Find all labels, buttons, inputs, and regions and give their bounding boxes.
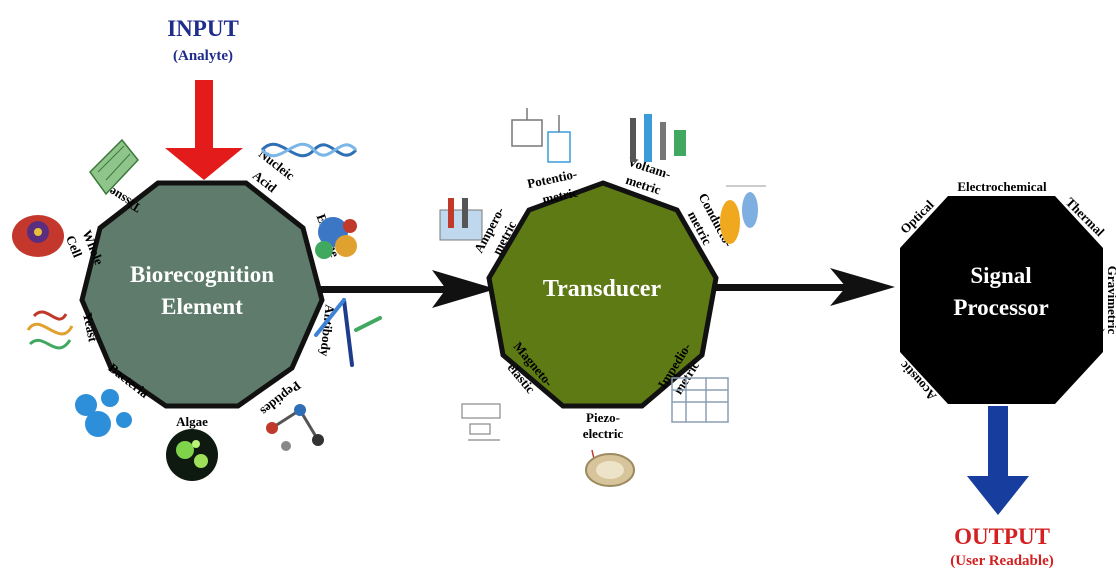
input-title: INPUT: [167, 16, 239, 41]
transducer-nonagon: [486, 180, 719, 409]
enzyme-icon: [315, 217, 357, 259]
label-piezoelectric-line2: electric: [583, 426, 624, 441]
biorecognition-decagon: [79, 180, 325, 409]
dna-icon: [260, 142, 358, 158]
input-arrow: [165, 80, 243, 180]
input-subtitle: (Analyte): [173, 48, 233, 64]
flow-arrow-to-transducer: [318, 270, 496, 308]
label-yeast: Yeast: [80, 311, 101, 344]
magnetoelastic-icon: [461, 403, 501, 441]
transducer-title: Transducer: [543, 276, 662, 302]
biorecognition-title-line1: Biorecognition: [130, 262, 274, 287]
bacteria-icon: [75, 389, 132, 437]
whole-cell-icon: [12, 215, 64, 257]
flow-arrow-to-processor: [708, 268, 895, 306]
yeast-icon: [26, 310, 74, 350]
antibody-icon: [314, 298, 382, 367]
piezoelectric-icon: [585, 449, 635, 487]
output-subtitle: (User Readable): [950, 553, 1053, 569]
conductometric-icon: [720, 185, 766, 244]
label-algae: Algae: [176, 414, 208, 429]
voltammetric-icon: [630, 114, 686, 162]
label-piezoelectric-line1: Piezo-: [586, 410, 620, 425]
output-title: OUTPUT: [954, 524, 1050, 549]
peptides-icon: [266, 404, 324, 451]
label-gravimetric: Gravimetric: [1105, 266, 1116, 335]
processor-title-line2: Processor: [953, 295, 1048, 320]
impediometric-icon: [671, 377, 729, 423]
algae-icon: [166, 429, 218, 481]
label-electrochemical: Electrochemical: [957, 179, 1047, 194]
amperometric-icon: [439, 198, 483, 241]
biorecognition-title-line2: Element: [161, 294, 243, 319]
processor-octagon: [900, 196, 1103, 404]
output-arrow: [967, 406, 1029, 515]
potentiometric-icon: [511, 108, 571, 163]
processor-title-line1: Signal: [970, 263, 1031, 288]
tissues-icon: [89, 138, 139, 196]
label-potentiometric-line2: metric: [541, 184, 580, 206]
